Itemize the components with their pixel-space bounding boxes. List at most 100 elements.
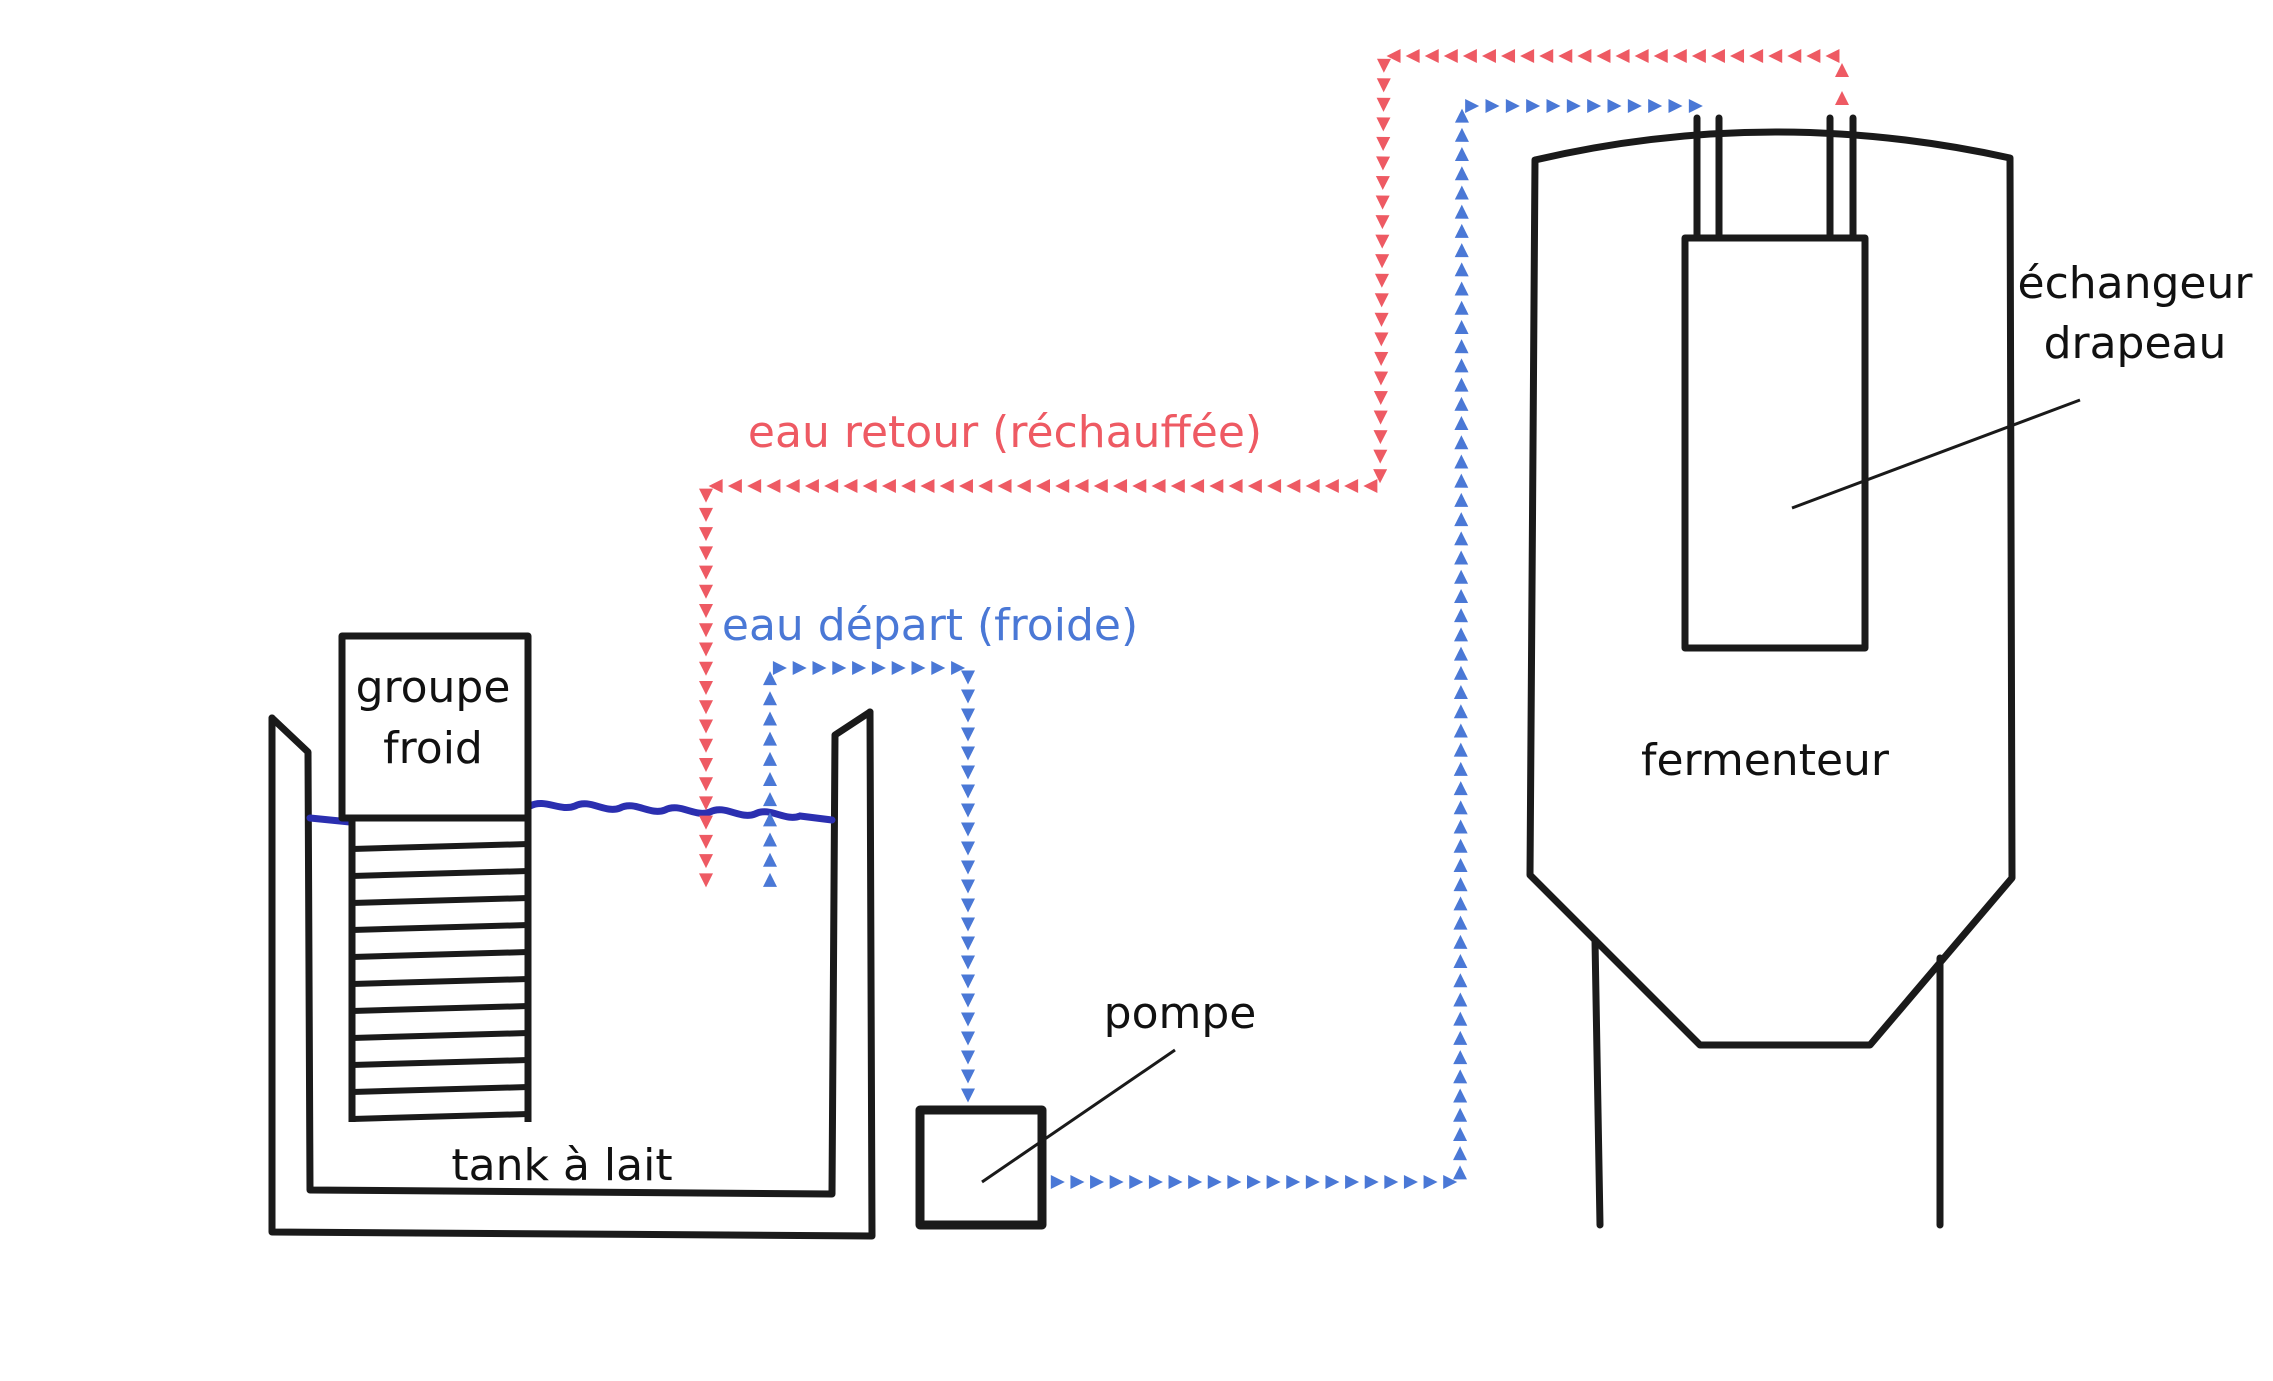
flow-arrow — [1375, 215, 1390, 230]
flow-arrow — [1384, 1175, 1399, 1189]
flow-arrow — [1454, 281, 1469, 296]
flow-arrow — [1190, 479, 1205, 493]
flow-arrow — [1305, 1175, 1320, 1189]
tank-outer-wall — [268, 708, 876, 1240]
flow-arrow — [1453, 1069, 1468, 1084]
flow-arrow — [1376, 78, 1391, 93]
flow-arrow — [1558, 49, 1573, 63]
supply-water-label: eau départ (froide) — [722, 600, 1138, 651]
flow-arrow — [961, 689, 975, 704]
flow-arrow — [1267, 479, 1282, 493]
flow-arrow — [1710, 49, 1725, 63]
flow-arrow — [1207, 1175, 1222, 1189]
coil-rung — [351, 868, 529, 879]
fermenter — [1526, 114, 2081, 1229]
flow-arrow — [1607, 99, 1622, 113]
flow-arrow — [1462, 49, 1477, 63]
flow-arrow — [708, 479, 723, 493]
coil-rung — [351, 1003, 529, 1014]
flow-arrow — [1634, 49, 1649, 63]
flow-arrow — [1375, 175, 1390, 191]
flow-arrow — [1016, 479, 1031, 493]
flow-arrow — [699, 565, 713, 580]
coil-rung — [351, 895, 529, 906]
flow-arrow — [763, 872, 777, 887]
cooling-coils — [348, 818, 532, 1122]
pump-label: pompe — [1104, 988, 1257, 1039]
flow-arrow — [699, 584, 713, 599]
flow-arrow — [961, 879, 975, 894]
flow-arrow — [763, 671, 777, 686]
flow-arrow — [1376, 156, 1391, 171]
flow-arrow — [961, 841, 975, 856]
flow-arrow — [961, 898, 975, 913]
tank-label: tank à lait — [451, 1140, 672, 1191]
flow-arrow — [1286, 1175, 1301, 1189]
flow-arrow — [699, 834, 713, 849]
flow-arrow — [1453, 973, 1468, 988]
flow-arrow — [1403, 1175, 1418, 1189]
flow-arrow — [1373, 449, 1388, 464]
flow-arrow — [1454, 358, 1469, 373]
flow-arrow — [699, 546, 713, 561]
flow-arrow — [978, 479, 993, 493]
flow-arrow — [1373, 430, 1388, 445]
flow-arrow — [1453, 819, 1468, 834]
flow-arrow — [1405, 49, 1420, 63]
flow-arrow — [699, 527, 713, 542]
flow-arrow — [1835, 63, 1849, 77]
flow-arrow — [1454, 223, 1469, 238]
flow-arrow — [961, 860, 975, 875]
flow-arrow — [1454, 512, 1469, 527]
flow-arrow — [1454, 550, 1469, 565]
flow-arrow — [1653, 49, 1668, 63]
flow-arrow — [1453, 761, 1468, 776]
flow-arrow — [1454, 262, 1469, 277]
flow-arrow — [1485, 99, 1500, 113]
flow-arrow — [891, 661, 906, 675]
flow-arrow — [1768, 49, 1783, 63]
flow-arrow — [961, 803, 975, 818]
flow-arrow — [958, 479, 973, 493]
exchanger-pipe-right — [1826, 114, 1857, 242]
milk-tank — [268, 708, 876, 1240]
flow-arrow — [1374, 351, 1389, 366]
flow-arrow — [812, 661, 827, 675]
flow-arrow — [1376, 136, 1391, 151]
coil-rung — [351, 1057, 529, 1068]
flow-arrow — [1453, 1011, 1468, 1026]
flow-arrow — [1168, 1175, 1183, 1189]
flow-arrow — [1454, 531, 1469, 546]
flow-arrow — [1345, 1175, 1360, 1189]
flow-arrow — [1566, 99, 1581, 113]
flow-arrow — [1363, 479, 1378, 493]
fermenter-leg-left — [1591, 936, 1604, 1229]
flow-arrow — [1374, 273, 1389, 288]
return-water-label: eau retour (réchauffée) — [748, 407, 1262, 458]
flow-arrow — [1454, 492, 1469, 507]
flow-arrow — [1228, 479, 1243, 493]
flow-arrow — [763, 772, 777, 786]
flow-arrow — [1454, 588, 1469, 603]
flow-arrow — [1453, 934, 1468, 949]
flow-arrow — [961, 917, 975, 932]
flow-arrow — [1209, 479, 1224, 493]
flow-arrow — [699, 623, 713, 638]
flow-arrow — [1454, 377, 1469, 392]
flow-arrow — [1454, 127, 1469, 142]
flow-arrow — [1615, 49, 1630, 63]
flow-arrow — [1453, 665, 1468, 680]
flow-arrow — [1691, 49, 1706, 63]
flow-arrow — [1453, 1107, 1468, 1122]
flow-arrow — [1375, 234, 1390, 249]
flow-arrow — [1526, 99, 1541, 113]
flow-arrow — [901, 479, 916, 493]
flow-arrow — [1454, 166, 1469, 181]
flow-arrow — [699, 757, 713, 772]
flow-arrow — [1454, 569, 1469, 584]
flow-arrow — [1453, 915, 1468, 930]
flow-arrow — [1453, 800, 1468, 815]
coil-rung — [351, 841, 529, 852]
flow-arrow — [1266, 1175, 1281, 1189]
flow-arrow — [1074, 479, 1089, 493]
